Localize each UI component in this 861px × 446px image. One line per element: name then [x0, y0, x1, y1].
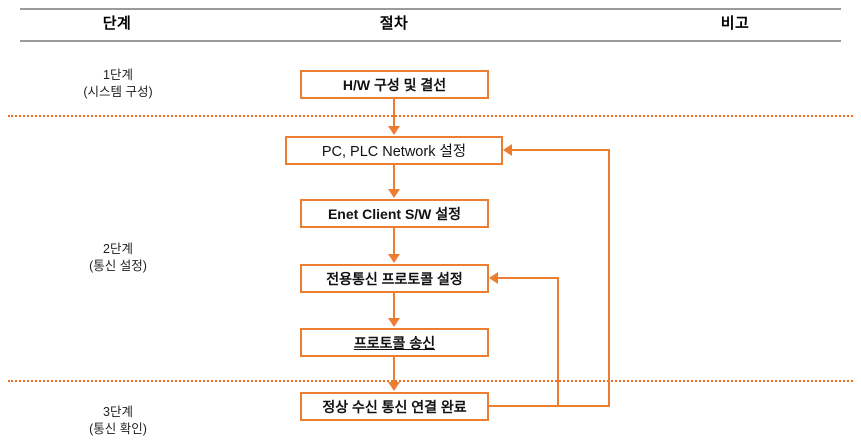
header-rule-top — [20, 8, 841, 10]
process-box-hw-configuration[interactable]: H/W 구성 및 결선 — [300, 70, 489, 99]
arrowhead-feedback-into-box2 — [503, 144, 512, 156]
stage-divider-1-2 — [8, 115, 853, 117]
process-box-protocol-send[interactable]: 프로토콜 송신 — [300, 328, 489, 357]
process-box-enet-client-sw[interactable]: Enet Client S/W 설정 — [300, 199, 489, 228]
process-box-network-setting-label: PC, PLC Network 설정 — [321, 144, 467, 160]
stage-label-2: 2단계 (통신 설정) — [3, 241, 233, 275]
stage-divider-2-3 — [8, 380, 853, 382]
stage-label-1: 1단계 (시스템 구성) — [3, 67, 233, 101]
feedback-inner-vertical-segment — [557, 278, 559, 407]
feedback-outer-top-segment — [512, 149, 610, 151]
stage-2-name: 2단계 — [103, 242, 133, 256]
connector-box3-to-box4 — [393, 228, 395, 255]
stage-3-detail: (통신 확인) — [89, 422, 147, 436]
stage-1-detail: (시스템 구성) — [83, 85, 153, 99]
column-header-remarks: 비고 — [720, 15, 750, 32]
connector-box2-to-box3 — [393, 165, 395, 190]
connector-box5-to-box6 — [393, 357, 395, 383]
column-header-procedure: 절차 — [379, 15, 409, 32]
arrowhead-into-box2 — [388, 126, 400, 135]
connector-box4-to-box5 — [393, 293, 395, 319]
feedback-inner-top-segment — [498, 277, 559, 279]
connector-box1-to-box2 — [393, 99, 395, 127]
stage-3-name: 3단계 — [103, 405, 133, 419]
stage-1-name: 1단계 — [103, 68, 133, 82]
arrowhead-into-box3 — [388, 189, 400, 198]
process-box-protocol-setting-label: 전용통신 프로토콜 설정 — [326, 270, 463, 287]
feedback-inner-bottom-segment — [489, 405, 559, 407]
process-box-hw-configuration-label: H/W 구성 및 결선 — [342, 76, 447, 93]
process-box-network-setting[interactable]: PC, PLC Network 설정 — [285, 136, 503, 165]
header-rule-bottom — [20, 40, 841, 42]
column-header-stage: 단계 — [102, 15, 132, 32]
stage-2-detail: (통신 설정) — [89, 259, 147, 273]
arrowhead-into-box5 — [388, 318, 400, 327]
stage-label-3: 3단계 (통신 확인) — [3, 404, 233, 438]
feedback-outer-vertical-segment — [608, 150, 610, 407]
process-box-protocol-send-label: 프로토콜 송신 — [353, 334, 436, 351]
process-box-enet-client-sw-label: Enet Client S/W 설정 — [327, 205, 462, 222]
arrowhead-feedback-into-box4 — [489, 272, 498, 284]
process-box-connection-complete[interactable]: 정상 수신 통신 연결 완료 — [300, 392, 489, 421]
process-box-protocol-setting[interactable]: 전용통신 프로토콜 설정 — [300, 264, 489, 293]
process-box-connection-complete-label: 정상 수신 통신 연결 완료 — [322, 398, 467, 415]
arrowhead-into-box6 — [388, 382, 400, 391]
arrowhead-into-box4 — [388, 254, 400, 263]
